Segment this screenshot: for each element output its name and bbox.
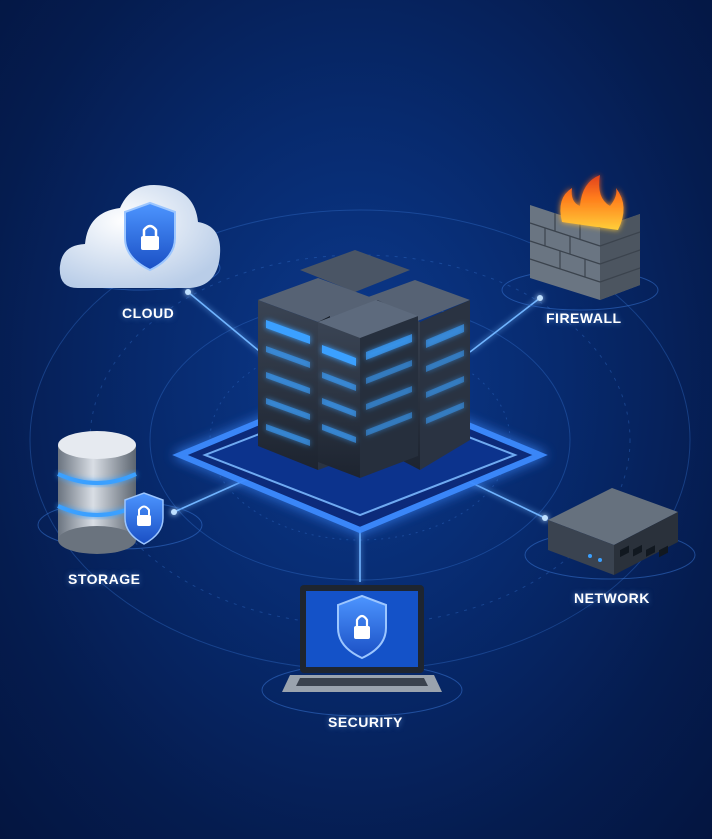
network-label: NETWORK	[574, 590, 650, 606]
connector-dots	[171, 289, 548, 521]
connector-lines	[173, 291, 546, 582]
server-rack-icon	[258, 250, 470, 478]
firewall-label: FIREWALL	[546, 310, 622, 326]
storage-label: STORAGE	[68, 571, 141, 587]
firewall-icon	[501, 175, 659, 311]
security-label: SECURITY	[328, 714, 403, 730]
laptop-shield-icon	[261, 585, 463, 717]
database-lock-icon	[37, 431, 203, 554]
network-switch-icon	[524, 488, 696, 580]
cloud-lock-icon	[59, 184, 221, 291]
server-lights	[266, 320, 464, 446]
cloud-label: CLOUD	[122, 305, 175, 321]
